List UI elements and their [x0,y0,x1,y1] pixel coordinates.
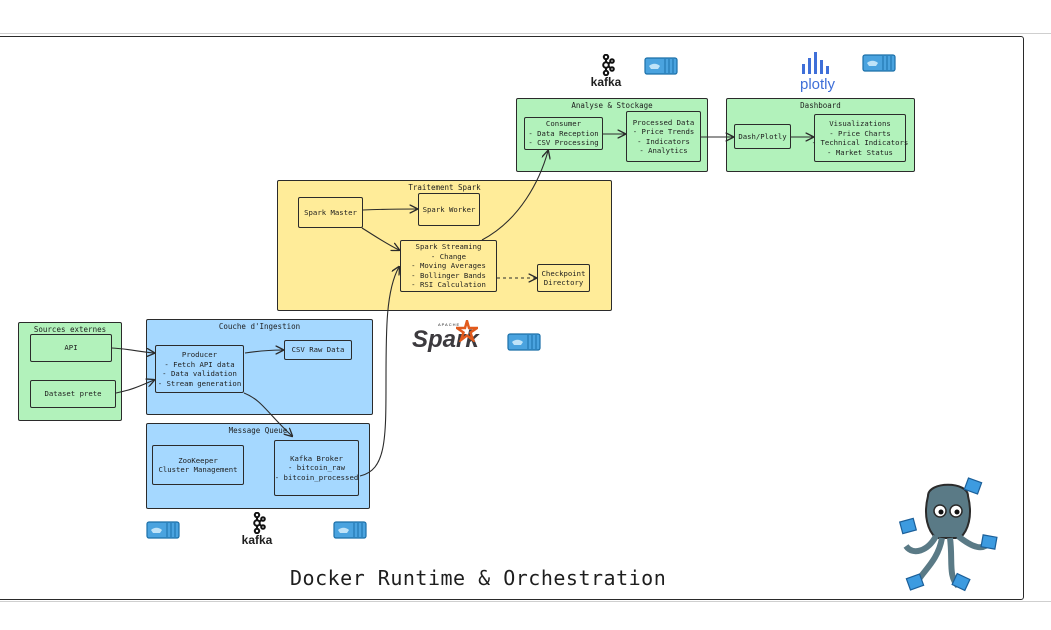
node-label-line: - Technical Indicators [811,138,909,147]
node-label-line: Dataset prete [44,389,102,399]
node-label-line: Visualizations [829,119,891,128]
node-label-line: Spark Worker [422,204,476,214]
node-label-line: Consumer [545,119,582,129]
node-spark-streaming[interactable]: Spark Streaming- Change- Moving Averages… [400,240,497,292]
kafka-logo-top: kafka [584,53,628,89]
node-label-line: - bitcoin_processed [274,472,359,482]
node-label-line: Producer [181,350,218,359]
docker-whale-icon [333,521,367,539]
plotly-bars-icon [802,52,829,74]
footer-title: Docker Runtime & Orchestration [290,566,667,590]
node-label-line: - Data validation [162,369,237,378]
node-label-line: Processed Data [632,117,695,127]
kafka-icon [602,53,615,77]
node-label-line: Cluster Management [158,465,238,474]
node-visualizations[interactable]: Visualizations- Price Charts- Technical … [811,114,909,162]
node-label-line: - Data Reception [528,128,599,138]
node-label-line: - bitcoin_raw [287,463,346,473]
docker-whale-icon [146,521,180,539]
node-consumer[interactable]: Consumer- Data Reception- CSV Processing [524,117,603,150]
node-label-line: - Change [430,251,467,261]
node-producer[interactable]: Producer- Fetch API data- Data validatio… [155,345,244,393]
node-label-line: - Stream generation [157,378,242,388]
spark-logo: APACHE Spark [412,320,479,353]
node-csv-raw-data[interactable]: CSV Raw Data [284,340,352,360]
node-api[interactable]: API [30,334,112,362]
docker-compose-octopus-icon [898,477,998,592]
kafka-logo-bottom: kafka [235,511,279,547]
group-title: Sources externes [33,325,107,334]
bottom-divider [0,601,1051,602]
node-label-line: - CSV Processing [528,138,599,148]
node-label-line: - Bollinger Bands [411,270,486,280]
node-label-line: API [64,343,78,353]
group-title: Dashboard [800,101,841,110]
node-label-line: Spark Master [304,207,357,217]
node-label-line: - RSI Calculation [411,280,486,290]
kafka-icon [253,511,266,535]
node-label-line: - Market Status [827,147,893,157]
group-title: Couche d'Ingestion [218,322,301,331]
plotly-logo: plotly [800,50,844,93]
node-label-line: - Price Trends [632,127,695,136]
node-label-line: ZooKeeper [178,455,218,465]
node-kafka-broker[interactable]: Kafka Broker- bitcoin_raw- bitcoin_proce… [274,440,359,496]
node-spark-worker[interactable]: Spark Worker [418,193,480,226]
docker-whale-icon [644,57,678,75]
top-divider [0,33,1051,34]
node-label-line: Directory [543,278,584,287]
group-title: Message Queue [228,426,288,435]
node-label-line: Checkpoint [541,268,586,278]
group-title: Analyse & Stockage [571,101,653,110]
docker-whale-icon [507,333,541,351]
node-label-line: - Analytics [639,146,688,155]
node-spark-master[interactable]: Spark Master [298,197,363,228]
node-label-line: - Price Charts [829,128,891,138]
node-dash-plotly[interactable]: Dash/Plotly [734,124,791,149]
node-label-line: CSV Raw Data [291,345,345,355]
group-title: Traitement Spark [408,183,481,192]
node-label-line: - Indicators [637,136,690,146]
spark-star-icon [456,320,478,342]
node-label-line: Spark Streaming [415,242,482,252]
node-label-line: Kafka Broker [290,453,343,463]
node-dataset-prete[interactable]: Dataset prete [30,380,116,408]
node-label-line: - Moving Averages [411,261,486,271]
node-label-line: - Fetch API data [164,359,235,369]
docker-whale-icon [862,54,896,72]
node-label-line: Dash/Plotly [738,131,787,141]
node-processed-data[interactable]: Processed Data- Price Trends- Indicators… [626,111,701,162]
